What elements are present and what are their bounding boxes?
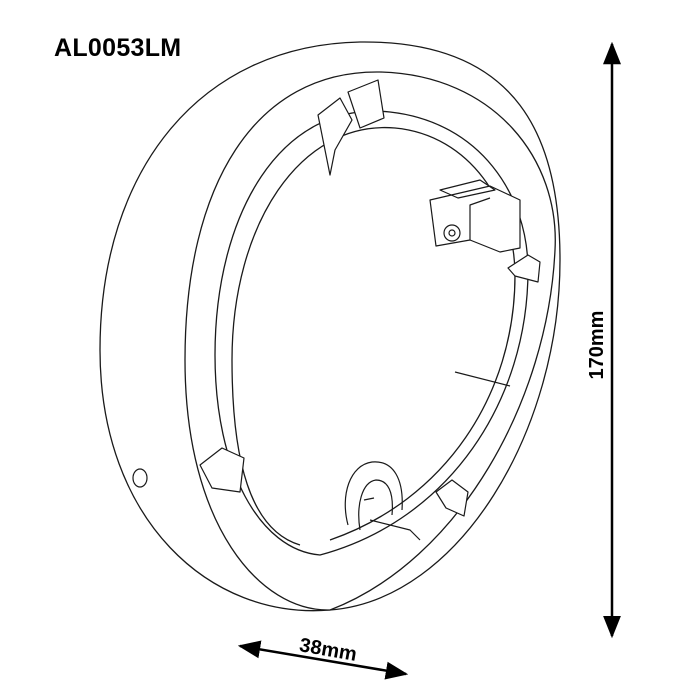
inner-details (132, 79, 541, 541)
side-notch-right (507, 254, 541, 283)
depth-dimension: 38mm (237, 634, 409, 680)
spring-clip-bottom (344, 461, 403, 531)
top-notch-left (317, 97, 353, 176)
bottom-notch-right (435, 479, 469, 517)
ledge-line-right (454, 371, 511, 387)
depth-dimension-label: 38mm (298, 634, 359, 666)
ledge-line-bottom (369, 519, 421, 541)
depth-dimension-line (237, 640, 409, 680)
side-hole (132, 468, 148, 488)
height-dimension: 170mm (586, 41, 621, 639)
bottom-notch-left (199, 447, 245, 493)
model-number: AL0053LM (54, 34, 182, 62)
height-dimension-label: 170mm (586, 311, 608, 380)
top-notch-right (347, 79, 385, 129)
ring-inner-wall (231, 127, 516, 546)
spring-clip-top (429, 179, 521, 253)
